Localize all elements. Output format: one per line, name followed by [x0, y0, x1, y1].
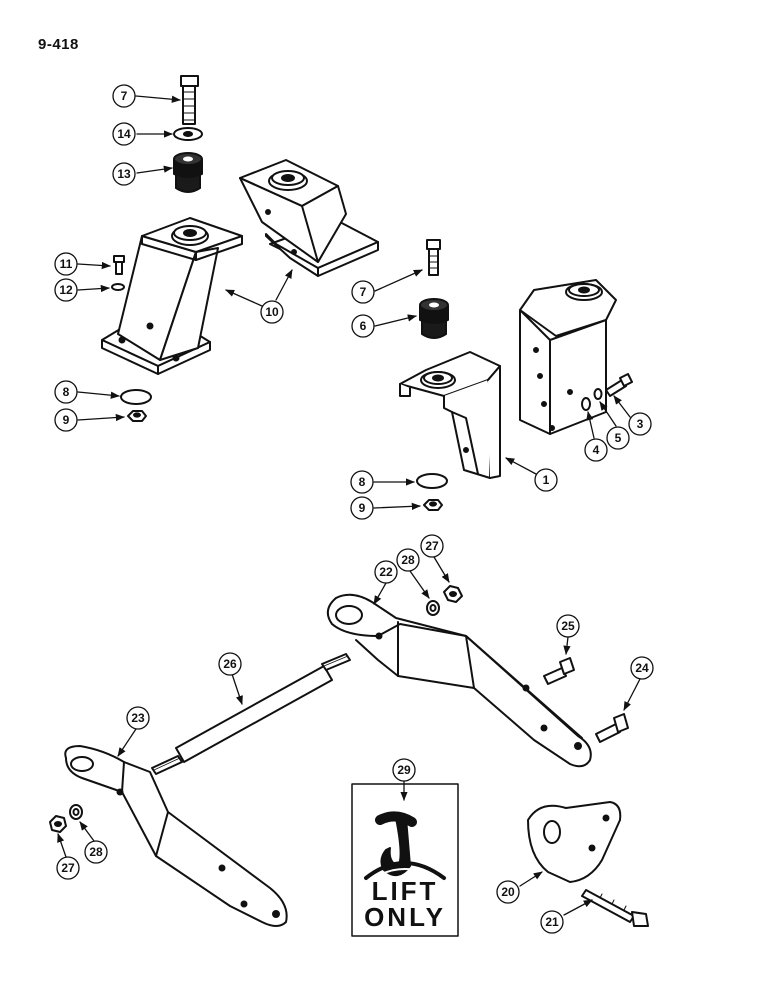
callout-12: 12 — [59, 283, 73, 297]
callout-7-middle: 7 — [360, 285, 367, 299]
callout-3: 3 — [637, 417, 644, 431]
callout-8-right: 8 — [359, 475, 366, 489]
bolt-7-upper — [180, 75, 199, 125]
lock-washer-5 — [593, 388, 603, 400]
callout-24: 24 — [635, 661, 649, 675]
callout-9-right: 9 — [359, 501, 366, 515]
bolt-7-middle — [426, 239, 441, 276]
bolt-21 — [581, 889, 649, 927]
nut-27-upper — [443, 585, 463, 603]
callout-13: 13 — [117, 167, 131, 181]
lift-only-decal: LIFT ONLY — [351, 783, 459, 937]
callout-6: 6 — [360, 319, 367, 333]
decal-line-2: ONLY — [364, 902, 446, 932]
lock-washer-12 — [111, 283, 125, 291]
callout-7-upper: 7 — [121, 89, 128, 103]
callout-14: 14 — [117, 127, 131, 141]
nut-9-left — [127, 410, 147, 422]
bolt-24 — [595, 713, 629, 743]
bolt-25 — [543, 657, 575, 685]
callout-23: 23 — [131, 711, 145, 725]
isolator-6 — [419, 298, 449, 339]
nut-27-lower — [49, 815, 67, 833]
washer-14 — [173, 127, 203, 141]
callout-10: 10 — [265, 305, 279, 319]
callout-21: 21 — [545, 915, 559, 929]
callout-25: 25 — [561, 619, 575, 633]
bolt-11 — [113, 255, 125, 275]
lift-bar-22 — [326, 593, 592, 768]
hook-icon — [364, 811, 446, 880]
callout-29: 29 — [397, 763, 411, 777]
callout-5: 5 — [615, 431, 622, 445]
page-number: 9-418 — [38, 36, 79, 53]
washer-28-upper — [426, 600, 440, 616]
threaded-rod-26 — [151, 653, 351, 775]
washer-28-lower — [69, 804, 83, 820]
callout-1: 1 — [543, 473, 550, 487]
callout-4: 4 — [593, 443, 600, 457]
washer-4 — [581, 397, 591, 411]
washer-8-left — [120, 389, 152, 405]
callout-8-left: 8 — [63, 385, 70, 399]
callout-circle — [112, 84, 136, 108]
front-bracket-1 — [399, 279, 617, 479]
callout-22: 22 — [379, 565, 393, 579]
callout-28-upper: 28 — [401, 553, 415, 567]
callout-20: 20 — [501, 885, 515, 899]
callout-27-upper: 27 — [425, 539, 439, 553]
isolator-13 — [173, 152, 203, 193]
callout-28-lower: 28 — [89, 845, 103, 859]
lift-bar-23 — [64, 745, 288, 927]
callout-11: 11 — [60, 257, 73, 271]
bolt-3 — [605, 373, 633, 397]
lift-plate-20 — [527, 801, 622, 883]
washer-8-right — [416, 473, 448, 489]
nut-9-right — [423, 499, 443, 511]
callout-26: 26 — [223, 657, 237, 671]
mount-bracket-10-left — [101, 217, 243, 375]
callout-9-left: 9 — [63, 413, 70, 427]
mount-bracket-10-right — [239, 159, 379, 277]
callout-27-lower: 27 — [61, 861, 75, 875]
decal-line-1: LIFT — [372, 876, 439, 906]
